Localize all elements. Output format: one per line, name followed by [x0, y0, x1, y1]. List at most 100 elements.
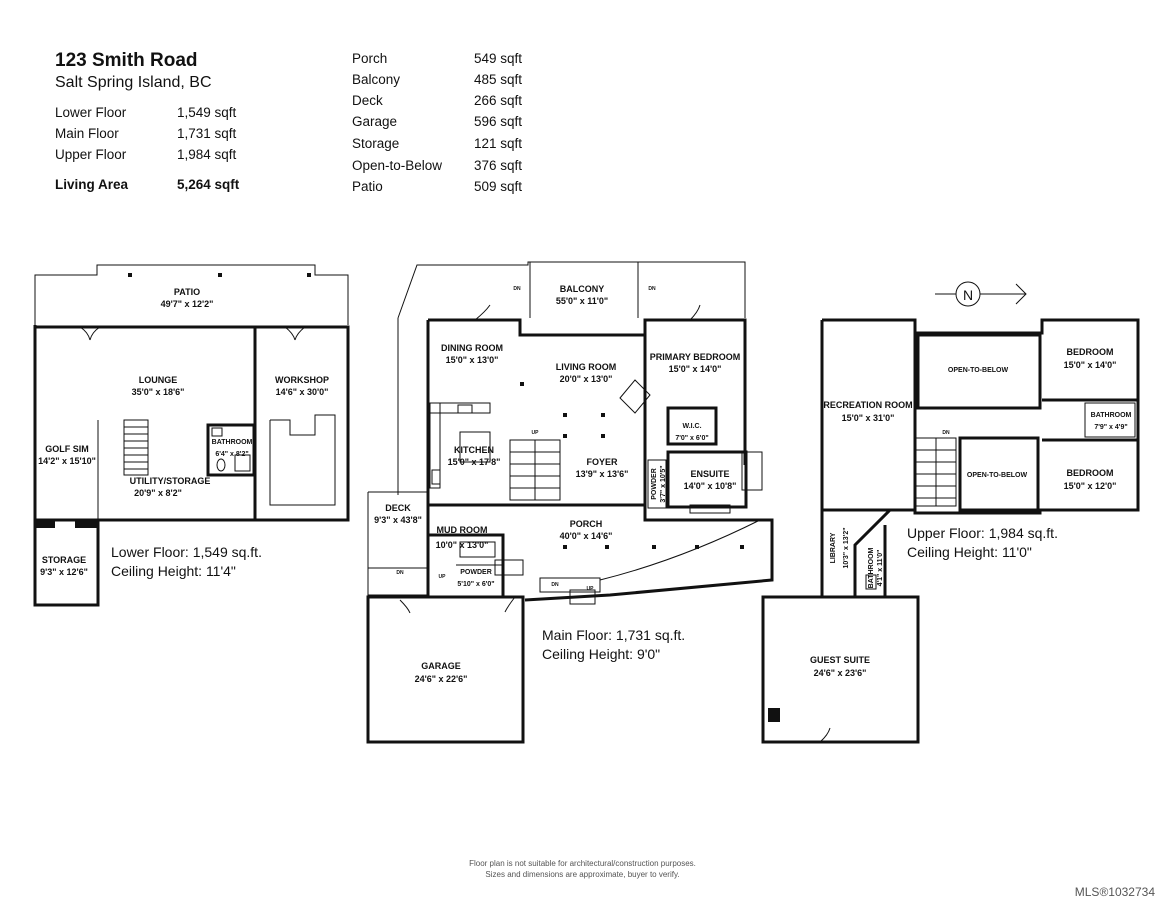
dim-bathroom-vertical: 4'1" x 11'0"	[877, 550, 884, 587]
dim-workshop: 14'6" x 30'0"	[276, 387, 329, 397]
dim-powder: 5'10" x 6'0"	[457, 581, 494, 588]
area-label: Storage	[352, 136, 400, 151]
main-floor-ceiling-text: Ceiling Height: 9'0"	[542, 646, 661, 662]
lower-bathroom	[206, 423, 256, 477]
room-guest-suite: GUEST SUITE	[810, 655, 870, 665]
room-bathroom-vertical: BATHROOM	[868, 547, 875, 588]
dim-porch: 40'0" x 14'6"	[560, 531, 613, 541]
room-powder: POWDER	[460, 569, 492, 576]
open-to-below-2	[958, 436, 1040, 512]
area-label: Upper Floor	[55, 147, 127, 162]
living-area-label: Living Area	[55, 177, 129, 192]
room-open-to-below-1: OPEN-TO-BELOW	[948, 367, 1009, 374]
room-utility: UTILITY/STORAGE	[130, 476, 211, 486]
room-primary-bedroom: PRIMARY BEDROOM	[650, 352, 741, 362]
area-label: Porch	[352, 51, 388, 66]
area-value: 509 sqft	[474, 179, 523, 194]
dim-guest-suite: 24'6" x 23'6"	[814, 668, 867, 678]
up-label: UP	[439, 574, 447, 580]
dim-storage: 9'3" x 12'6"	[40, 567, 88, 577]
lower-floor-ceiling-text: Ceiling Height: 11'4"	[111, 563, 236, 579]
room-kitchen: KITCHEN	[454, 445, 494, 455]
dim-lower-bathroom: 6'4" x 8'2"	[215, 451, 248, 458]
upper-stairs	[915, 437, 957, 507]
upper-floor-area-text: Upper Floor: 1,984 sq.ft.	[907, 525, 1058, 541]
ensuite-room	[666, 450, 748, 509]
room-upper-bathroom: BATHROOM	[1091, 412, 1132, 419]
area-value: 549 sqft	[474, 51, 523, 66]
upper-floor-ceiling-text: Ceiling Height: 11'0"	[907, 544, 1032, 560]
room-garage: GARAGE	[421, 661, 461, 671]
dim-bedroom-1: 15'0" x 14'0"	[1064, 360, 1117, 370]
main-floor-note: Main Floor: 1,731 sq.ft. Ceiling Height:…	[542, 626, 685, 664]
main-floor-plan: DN DN DN DN UP UP UP BALCONY 55'0" x 11'…	[366, 261, 774, 744]
dim-golf-sim: 14'2" x 15'10"	[38, 456, 96, 466]
area-value: 121 sqft	[474, 136, 523, 151]
lower-stairs	[123, 419, 149, 476]
upper-floor-plan: N DN RECREATION ROOM 15'0" x 31'0"	[761, 281, 1140, 744]
porch-outline	[428, 503, 774, 602]
garage-room	[366, 595, 525, 744]
storage-room	[33, 520, 100, 607]
dim-powder-vertical: 3'7" x 10'5"	[660, 465, 667, 502]
room-bedroom-1: BEDROOM	[1067, 347, 1114, 357]
room-ensuite: ENSUITE	[690, 469, 729, 479]
dim-living: 20'0" x 13'0"	[560, 374, 613, 384]
dim-wic: 7'0" x 6'0"	[675, 435, 708, 442]
area-value: 596 sqft	[474, 114, 523, 129]
main-stairs	[509, 439, 561, 501]
area-label: Lower Floor	[55, 105, 127, 120]
dim-library: 10'3" x 13'2"	[843, 527, 850, 568]
room-recreation: RECREATION ROOM	[823, 400, 912, 410]
patio-outline	[34, 264, 349, 325]
living-area-value: 5,264 sqft	[177, 177, 240, 192]
room-storage: STORAGE	[42, 555, 86, 565]
dim-garage: 24'6" x 22'6"	[415, 674, 468, 684]
room-golf-sim: GOLF SIM	[45, 444, 89, 454]
upper-floor-note: Upper Floor: 1,984 sq.ft. Ceiling Height…	[907, 524, 1058, 562]
disclaimer-line-2: Sizes and dimensions are approximate, bu…	[485, 870, 680, 879]
dim-utility: 20'9" x 8'2"	[134, 488, 182, 498]
main-floor-area-text: Main Floor: 1,731 sq.ft.	[542, 627, 686, 643]
disclaimer-line-1: Floor plan is not suitable for architect…	[469, 859, 696, 868]
mls-number: MLS®1032734	[1074, 885, 1155, 899]
up-label: UP	[532, 430, 540, 436]
room-bedroom-2: BEDROOM	[1067, 468, 1114, 478]
area-label: Main Floor	[55, 126, 119, 141]
property-title: 123 Smith Road	[55, 50, 198, 71]
dn-label: DN	[648, 286, 656, 292]
dn-label: DN	[942, 430, 950, 436]
area-value: 1,984 sqft	[177, 147, 237, 162]
room-patio: PATIO	[174, 287, 200, 297]
lower-north-wall	[35, 325, 350, 522]
area-value: 1,549 sqft	[177, 105, 237, 120]
open-to-below-1	[916, 333, 1042, 410]
dim-foyer: 13'9" x 13'6"	[576, 469, 629, 479]
room-lower-bathroom: BATHROOM	[212, 439, 253, 446]
area-label: Patio	[352, 179, 383, 194]
room-dining: DINING ROOM	[441, 343, 503, 353]
area-label: Garage	[352, 114, 398, 129]
dim-kitchen: 15'0" x 17'8"	[448, 457, 501, 467]
dim-ensuite: 14'0" x 10'8"	[684, 481, 737, 491]
room-porch: PORCH	[570, 519, 603, 529]
dn-label: DN	[513, 286, 521, 292]
disclaimer: Floor plan is not suitable for architect…	[0, 858, 1165, 880]
room-living: LIVING ROOM	[556, 362, 617, 372]
up-label: UP	[587, 586, 595, 592]
area-value: 266 sqft	[474, 93, 523, 108]
room-mud: MUD ROOM	[437, 525, 488, 535]
area-value: 1,731 sqft	[177, 126, 237, 141]
area-value: 376 sqft	[474, 158, 523, 173]
guest-suite-room	[761, 595, 920, 744]
room-foyer: FOYER	[586, 457, 618, 467]
dim-recreation: 15'0" x 31'0"	[842, 413, 895, 423]
room-powder-vertical: POWDER	[651, 468, 658, 500]
property-location: Salt Spring Island, BC	[55, 74, 212, 91]
dim-primary-bedroom: 15'0" x 14'0"	[669, 364, 722, 374]
dim-deck: 9'3" x 43'8"	[374, 515, 422, 525]
area-label: Balcony	[352, 72, 401, 87]
room-open-to-below-2: OPEN-TO-BELOW	[967, 472, 1028, 479]
lower-west-wall	[33, 325, 98, 522]
